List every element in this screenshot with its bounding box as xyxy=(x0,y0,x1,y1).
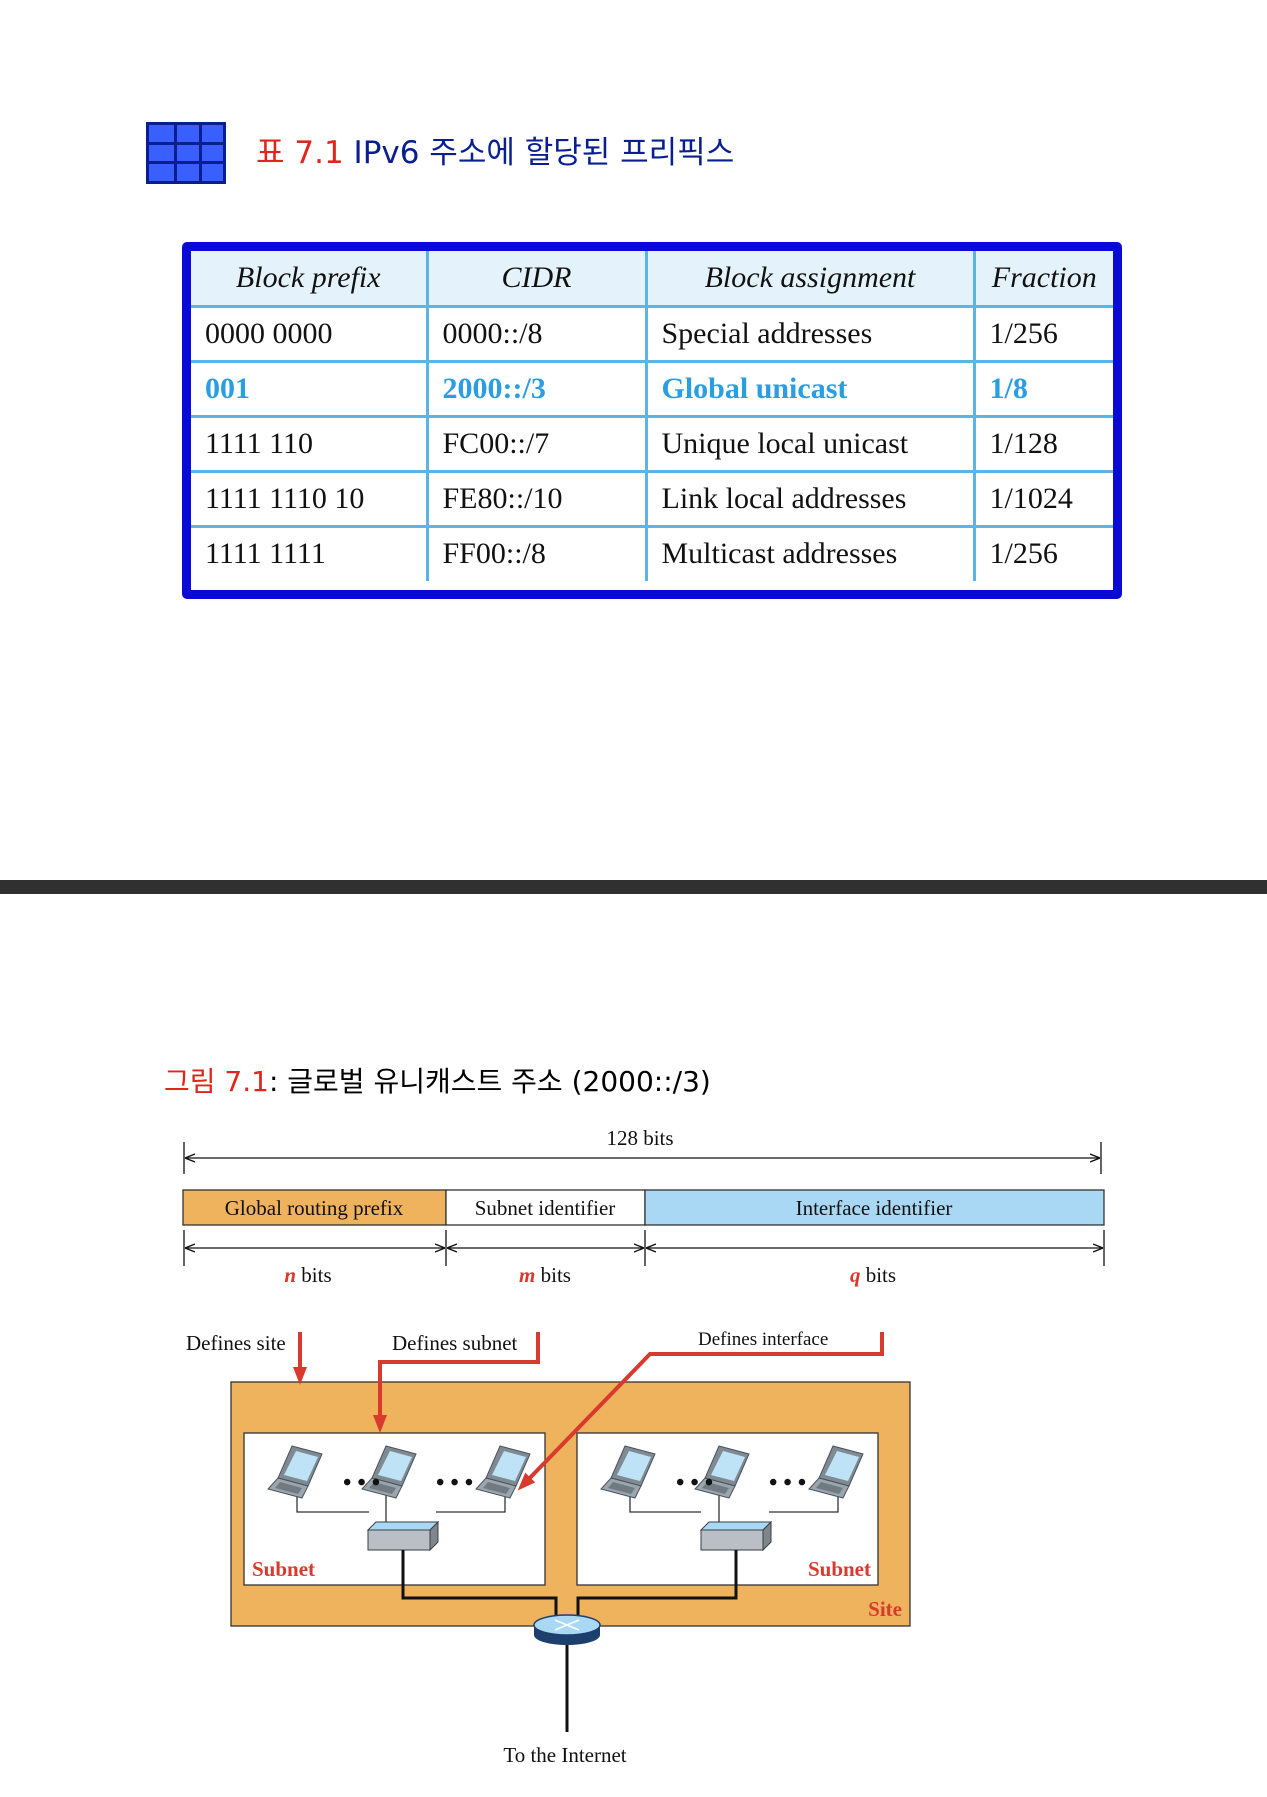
ellipsis: • • • xyxy=(676,1470,713,1496)
subnet-label: Subnet xyxy=(252,1557,315,1581)
cell-block-assignment: Unique local unicast xyxy=(644,414,976,473)
cell-fraction: 1/8 xyxy=(972,359,1113,418)
cell-fraction: 1/128 xyxy=(972,414,1113,473)
cell-block-assignment: Global unicast xyxy=(644,359,976,418)
defines-subnet-label: Defines subnet xyxy=(392,1331,518,1355)
defines-interface-arrow xyxy=(517,1332,884,1491)
defines-site-label: Defines site xyxy=(186,1331,286,1355)
table-caption-text: IPv6 주소에 할당된 프리픽스 xyxy=(353,135,735,171)
subnet-label: Subnet xyxy=(808,1557,871,1581)
slide-prefix-table: 표 7.1 IPv6 주소에 할당된 프리픽스 Block prefix CID… xyxy=(0,0,1267,880)
cell-cidr: FC00::/7 xyxy=(425,414,648,473)
total-bits-dimension: 128 bits xyxy=(183,1126,1102,1174)
figure-caption-text: : 글로벌 유니캐스트 주소 (2000::/3) xyxy=(268,1065,711,1098)
ellipsis: • • • xyxy=(769,1470,806,1496)
table-icon xyxy=(146,122,226,184)
prefix-table-frame: Block prefix CIDR Block assignment Fract… xyxy=(182,242,1122,599)
interface-identifier-label: Interface identifier xyxy=(796,1196,953,1220)
cell-cidr: 0000::/8 xyxy=(425,304,648,363)
header-block-assignment: Block assignment xyxy=(644,251,976,308)
n-bits-label: n bits xyxy=(284,1263,331,1287)
cell-fraction: 1/256 xyxy=(972,524,1113,581)
cell-block-prefix: 1111 1111 xyxy=(191,524,429,581)
internet-label: To the Internet xyxy=(503,1743,626,1767)
header-block-prefix: Block prefix xyxy=(191,251,429,308)
global-unicast-diagram: 128 bits Global routing prefix Subnet id… xyxy=(182,1126,1105,1767)
prefix-table: Block prefix CIDR Block assignment Fract… xyxy=(191,251,1113,581)
table-header-row: Block prefix CIDR Block assignment Fract… xyxy=(191,251,1113,308)
router-icon xyxy=(533,1614,601,1645)
field-bits-dimensions: n bits m bits q bits xyxy=(183,1230,1105,1287)
defines-interface-label: Defines interface xyxy=(698,1329,828,1350)
defines-subnet-arrow xyxy=(373,1332,540,1433)
table-caption-number: 표 7.1 xyxy=(256,135,344,171)
interface-identifier-field xyxy=(644,1189,1105,1226)
slide-divider xyxy=(0,880,1267,894)
cell-block-assignment: Special addresses xyxy=(644,304,976,363)
table-row-highlighted: 001 2000::/3 Global unicast 1/8 xyxy=(191,359,1113,418)
subnet-identifier-field xyxy=(445,1189,646,1226)
header-fraction: Fraction xyxy=(972,251,1113,308)
defines-arrows xyxy=(293,1332,884,1491)
cell-cidr: 2000::/3 xyxy=(425,359,648,418)
cell-cidr: FF00::/8 xyxy=(425,524,648,581)
cell-block-assignment: Multicast addresses xyxy=(644,524,976,581)
m-bits-label: m bits xyxy=(519,1263,571,1287)
switch-icon xyxy=(367,1521,439,1551)
table-row: 0000 0000 0000::/8 Special addresses 1/2… xyxy=(191,304,1113,363)
total-bits-label: 128 bits xyxy=(606,1126,673,1150)
figure-caption-number: 그림 7.1 xyxy=(164,1065,269,1098)
cell-block-assignment: Link local addresses xyxy=(644,469,976,528)
table-row: 1111 1110 10 FE80::/10 Link local addres… xyxy=(191,469,1113,528)
cell-cidr: FE80::/10 xyxy=(425,469,648,528)
ellipsis: • • • xyxy=(343,1470,380,1496)
table-row: 1111 1111 FF00::/8 Multicast addresses 1… xyxy=(191,524,1113,581)
subnet-left: • • • • • • Subnet xyxy=(243,1432,546,1586)
cell-block-prefix: 001 xyxy=(191,359,429,418)
subnet-right: • • • • • • Subnet xyxy=(576,1432,879,1586)
table-row: 1111 110 FC00::/7 Unique local unicast 1… xyxy=(191,414,1113,473)
cell-fraction: 1/1024 xyxy=(972,469,1113,528)
cell-block-prefix: 1111 110 xyxy=(191,414,429,473)
q-bits-label: q bits xyxy=(850,1263,896,1287)
switch-icon xyxy=(700,1521,772,1551)
address-field-bar: Global routing prefix Subnet identifier … xyxy=(182,1189,1105,1226)
subnet-identifier-label: Subnet identifier xyxy=(475,1196,616,1220)
slide-global-unicast: 그림 7.1: 글로벌 유니캐스트 주소 (2000::/3) xyxy=(0,894,1267,1797)
cell-block-prefix: 1111 1110 10 xyxy=(191,469,429,528)
global-routing-prefix-label: Global routing prefix xyxy=(225,1196,404,1220)
figure-caption: 그림 7.1: 글로벌 유니캐스트 주소 (2000::/3) xyxy=(164,1060,711,1100)
header-cidr: CIDR xyxy=(425,251,648,308)
cell-block-prefix: 0000 0000 xyxy=(191,304,429,363)
table-caption: 표 7.1 IPv6 주소에 할당된 프리픽스 xyxy=(256,127,734,172)
cell-fraction: 1/256 xyxy=(972,304,1113,363)
site-label: Site xyxy=(868,1597,902,1621)
ellipsis: • • • xyxy=(436,1470,473,1496)
